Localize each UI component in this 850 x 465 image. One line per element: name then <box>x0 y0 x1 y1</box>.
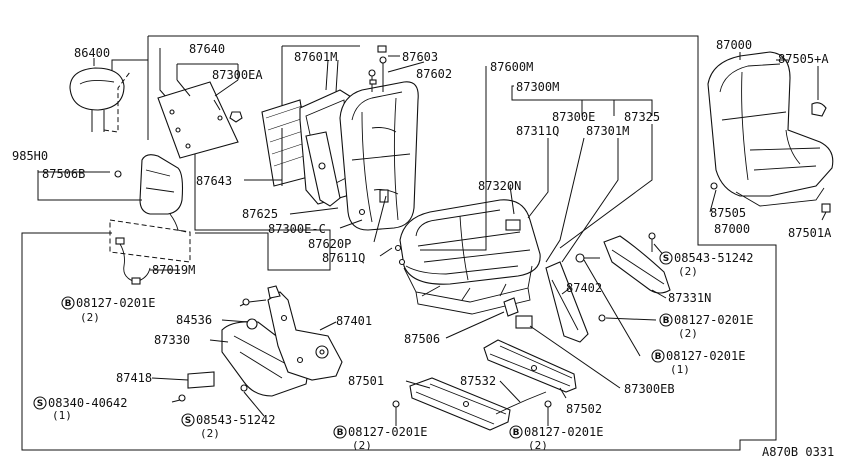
part-labels: 86400 87640 87300EA 985H0 87506B 87601M … <box>12 38 832 416</box>
fastener-symbol: B <box>65 299 72 309</box>
label-87602: 87602 <box>416 67 452 81</box>
fastener-qty: (1) <box>52 409 72 422</box>
label-86400: 86400 <box>74 46 110 60</box>
fastener-code: 08127-0201E <box>674 313 753 327</box>
fastener-symbol: S <box>185 416 191 426</box>
cushion-frame <box>394 244 533 315</box>
fastener-qty: (1) <box>670 363 690 376</box>
fastener-callout: B 08127-0201E (2) <box>61 296 155 324</box>
fastener-symbol: B <box>513 428 520 438</box>
fastener-labels: B 08127-0201E (2) S 08543-51242 (2) B 08… <box>33 251 753 452</box>
label-87601M: 87601M <box>294 50 337 64</box>
fastener-qty: (2) <box>80 311 100 324</box>
label-87330: 87330 <box>154 333 190 347</box>
label-87505: 87505 <box>710 206 746 220</box>
complete-seat-87000 <box>707 51 834 221</box>
label-87300E: 87300E <box>552 110 595 124</box>
fastener-callout: B 08127-0201E (1) <box>651 349 745 376</box>
label-87300EB: 87300EB <box>624 382 675 396</box>
fastener-qty: (2) <box>528 439 548 452</box>
label-87640: 87640 <box>189 42 225 56</box>
label-87505A: 87505+A <box>778 52 829 66</box>
label-87532: 87532 <box>460 374 496 388</box>
label-87600M: 87600M <box>490 60 533 74</box>
fastener-qty: (2) <box>352 439 372 452</box>
fastener-code: 08127-0201E <box>76 296 155 310</box>
seatback-87600M <box>339 45 419 231</box>
fastener-code: 08127-0201E <box>524 425 603 439</box>
label-87506B: 87506B <box>42 167 85 181</box>
fastener-symbol: S <box>37 399 43 409</box>
fastener-symbol: B <box>663 316 670 326</box>
fastener-callout: B 08127-0201E (2) <box>659 313 753 340</box>
label-87311Q: 87311Q <box>516 124 559 138</box>
headrest-86400 <box>69 58 131 133</box>
label-87000-top: 87000 <box>716 38 752 52</box>
fastener-callout: S 08340-40642 (1) <box>33 396 127 422</box>
fastener-callout: S 08543-51242 (2) <box>181 413 275 440</box>
label-87325: 87325 <box>624 110 660 124</box>
label-87418: 87418 <box>116 371 152 385</box>
fastener-symbol: B <box>337 428 344 438</box>
side-airbag-985H0 <box>37 154 187 233</box>
back-panel-87640 <box>157 63 243 159</box>
fastener-callout: S 08543-51242 (2) <box>659 251 753 278</box>
fastener-code: 08127-0201E <box>348 425 427 439</box>
label-87019M: 87019M <box>152 263 195 277</box>
label-87501A: 87501A <box>788 226 832 240</box>
cover-87331N <box>603 232 671 294</box>
label-87625: 87625 <box>242 207 278 221</box>
harness-87019M <box>109 219 191 285</box>
fastener-code: 08543-51242 <box>196 413 275 427</box>
recliner-87401 <box>178 285 343 402</box>
label-87300M: 87300M <box>516 80 559 94</box>
leader-lines <box>151 55 788 426</box>
label-87501: 87501 <box>348 374 384 388</box>
fastener-code: 08340-40642 <box>48 396 127 410</box>
label-87000-right: 87000 <box>714 222 750 236</box>
label-84536: 84536 <box>176 313 212 327</box>
label-87300E-C: 87300E-C <box>268 222 326 236</box>
fastener-symbol: S <box>663 254 669 264</box>
label-87331N: 87331N <box>668 291 711 305</box>
label-87643: 87643 <box>196 174 232 188</box>
fastener-callout: B 08127-0201E (2) <box>509 425 603 452</box>
label-87603: 87603 <box>402 50 438 64</box>
fastener-qty: (2) <box>678 327 698 340</box>
side-bracket-87402 <box>545 253 606 343</box>
label-87506: 87506 <box>404 332 440 346</box>
label-87611Q: 87611Q <box>322 251 365 265</box>
fastener-symbol: B <box>655 352 662 362</box>
label-87320N: 87320N <box>478 179 521 193</box>
fastener-code: 08127-0201E <box>666 349 745 363</box>
label-87301M: 87301M <box>586 124 629 138</box>
reference-code: A870B 0331 <box>762 445 834 459</box>
label-87401: 87401 <box>336 314 372 328</box>
fastener-code: 08543-51242 <box>674 251 753 265</box>
label-87620P: 87620P <box>308 237 351 251</box>
label-87300EA: 87300EA <box>212 68 263 82</box>
rail-87501 <box>392 297 577 431</box>
fastener-callout: B 08127-0201E (2) <box>333 425 427 452</box>
fastener-qty: (2) <box>200 427 220 440</box>
fastener-qty: (2) <box>678 265 698 278</box>
label-87402: 87402 <box>566 281 602 295</box>
label-87502: 87502 <box>566 402 602 416</box>
label-985H0: 985H0 <box>12 149 48 163</box>
seat-cushion-87300M <box>399 199 541 285</box>
